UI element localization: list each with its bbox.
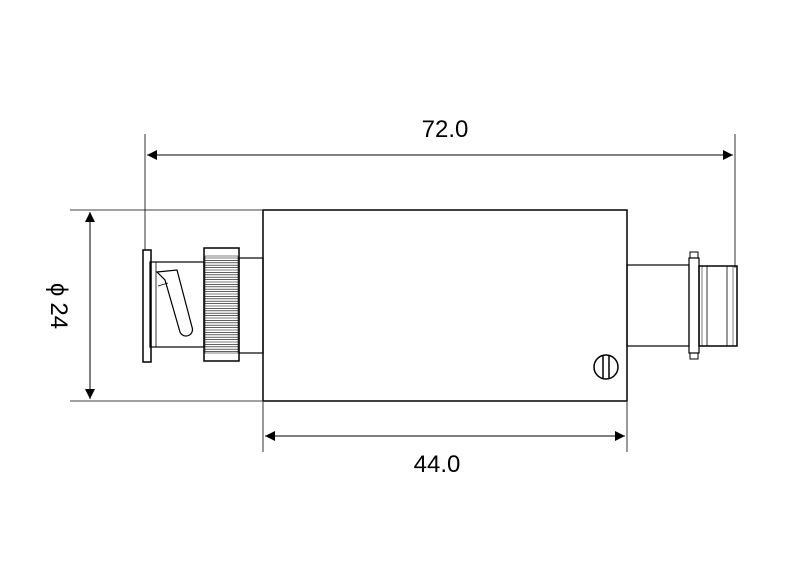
bayonet-slot — [155, 269, 194, 337]
screw-icon — [593, 354, 619, 380]
diameter-label: ϕ 24 — [45, 283, 72, 329]
knurl-pattern — [205, 257, 238, 352]
dimension-body-length: 44.0 — [262, 402, 628, 478]
diameter-value: 24 — [45, 302, 72, 329]
bnc-jack-right — [626, 251, 738, 360]
dimension-diameter: ϕ 24 — [45, 209, 262, 402]
dimension-overall-length: 72.0 — [144, 116, 736, 268]
overall-length-label: 72.0 — [422, 116, 469, 143]
bnc-plug-left — [142, 247, 264, 363]
connector-body — [262, 209, 628, 402]
plug-flange — [142, 249, 152, 363]
diameter-symbol: ϕ — [45, 283, 72, 296]
body-length-label: 44.0 — [414, 451, 461, 478]
bayonet-pin-top — [689, 251, 699, 259]
bayonet-pin-bottom — [689, 352, 699, 360]
